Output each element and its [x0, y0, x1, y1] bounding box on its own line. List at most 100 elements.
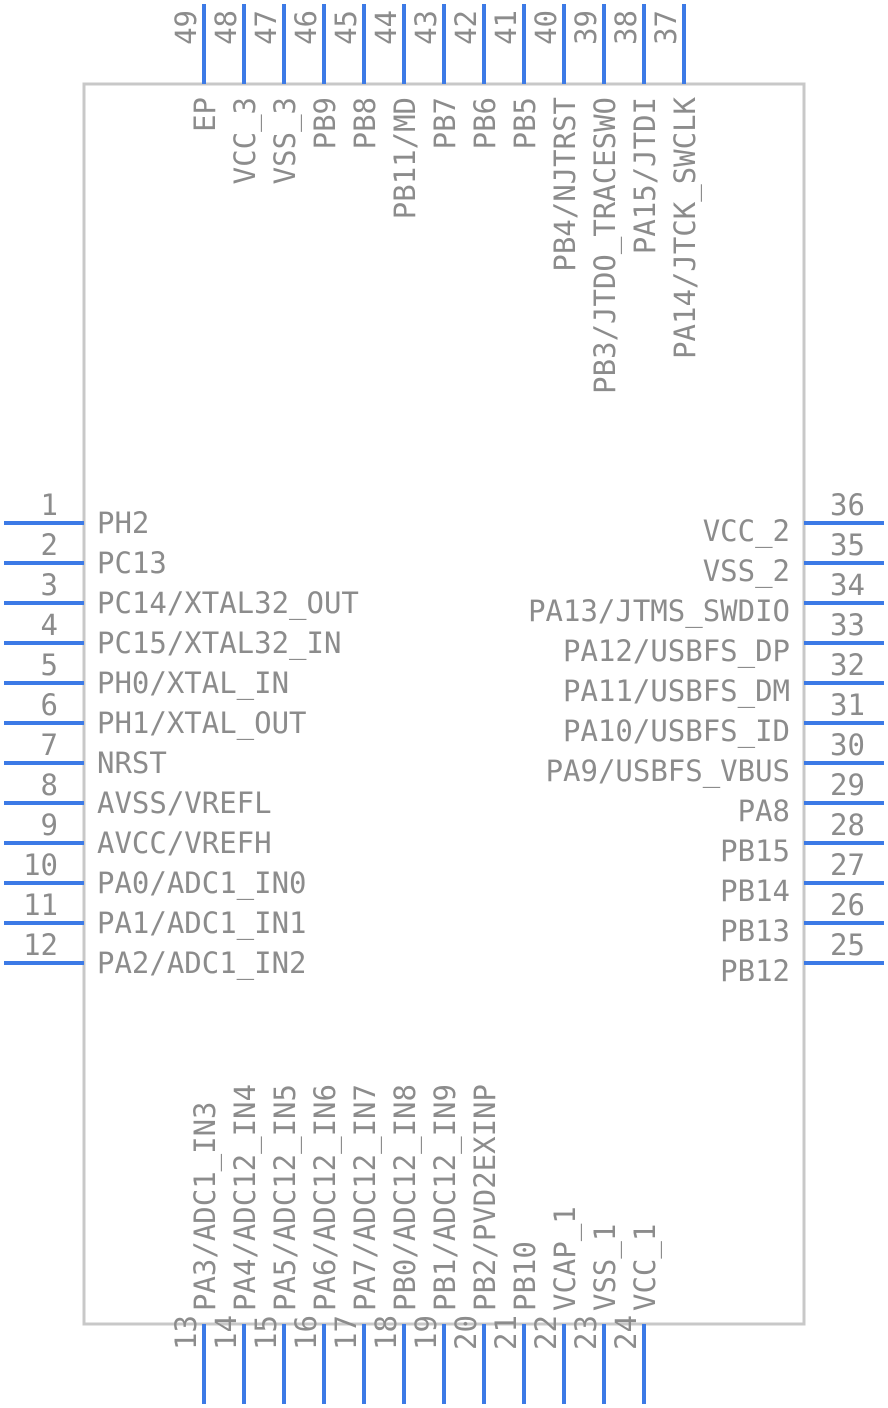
pin-label-9: AVCC/VREFH [97, 826, 272, 860]
pin-label-49: EP [188, 97, 222, 132]
pin-number-42: 42 [449, 10, 483, 45]
pin-label-44: PB11/MD [388, 97, 422, 219]
pin-label-34: PA13/JTMS_SWDIO [528, 594, 790, 629]
pin-number-18: 18 [369, 1315, 403, 1350]
pin-number-32: 32 [830, 648, 865, 682]
pin-number-45: 45 [329, 10, 363, 45]
pin-number-41: 41 [489, 10, 523, 45]
pin-number-34: 34 [830, 568, 865, 602]
pin-label-38: PA15/JTDI [628, 97, 662, 254]
pin-number-2: 2 [41, 528, 58, 562]
pin-label-45: PB8 [348, 97, 382, 149]
pin-label-10: PA0/ADC1_IN0 [97, 866, 307, 901]
pin-label-23: VSS_1 [588, 1224, 623, 1311]
pin-number-39: 39 [569, 10, 603, 45]
pin-number-31: 31 [830, 688, 865, 722]
pin-number-28: 28 [830, 808, 865, 842]
pin-label-31: PA10/USBFS_ID [563, 714, 790, 749]
pin-number-6: 6 [41, 688, 58, 722]
pin-number-35: 35 [830, 528, 865, 562]
pin-label-11: PA1/ADC1_IN1 [97, 906, 307, 941]
pin-label-16: PA6/ADC12_IN6 [308, 1084, 343, 1311]
pin-label-27: PB14 [720, 874, 790, 908]
pin-label-1: PH2 [97, 506, 149, 540]
pin-number-17: 17 [329, 1315, 363, 1350]
pin-number-16: 16 [289, 1315, 323, 1350]
pin-number-5: 5 [41, 648, 58, 682]
pin-label-42: PB6 [468, 97, 502, 149]
pin-label-3: PC14/XTAL32_OUT [97, 586, 359, 621]
pin-number-33: 33 [830, 608, 865, 642]
pin-number-29: 29 [830, 768, 865, 802]
pin-label-39: PB3/JTDO_TRACESWO [588, 97, 623, 394]
pin-number-1: 1 [41, 488, 58, 522]
pin-label-46: PB9 [308, 97, 342, 149]
pin-number-9: 9 [41, 808, 58, 842]
pin-number-4: 4 [41, 608, 58, 642]
pin-number-26: 26 [830, 888, 865, 922]
pin-number-30: 30 [830, 728, 865, 762]
pin-label-25: PB12 [720, 954, 790, 988]
pin-label-40: PB4/NJTRST [548, 97, 582, 272]
pin-label-15: PA5/ADC12_IN5 [268, 1084, 303, 1311]
pin-label-28: PB15 [720, 834, 790, 868]
pin-label-36: VCC_2 [703, 514, 790, 549]
bottom-pin-group: 13PA3/ADC1_IN314PA4/ADC12_IN415PA5/ADC12… [169, 1084, 663, 1404]
pin-label-4: PC15/XTAL32_IN [97, 626, 341, 661]
pin-label-30: PA9/USBFS_VBUS [546, 754, 790, 789]
pin-label-18: PB0/ADC12_IN8 [388, 1084, 423, 1311]
pin-label-35: VSS_2 [703, 554, 790, 589]
pin-number-49: 49 [169, 10, 203, 45]
pin-label-33: PA12/USBFS_DP [563, 634, 790, 669]
pin-number-43: 43 [409, 10, 443, 45]
pin-label-43: PB7 [428, 97, 462, 149]
pin-label-32: PA11/USBFS_DM [563, 674, 790, 709]
pin-number-21: 21 [489, 1315, 523, 1350]
pin-label-47: VSS_3 [268, 97, 303, 184]
pin-label-21: PB10 [508, 1241, 542, 1311]
pin-label-20: PB2/PVD2EXINP [468, 1084, 502, 1311]
pin-number-19: 19 [409, 1315, 443, 1350]
pin-number-44: 44 [369, 10, 403, 45]
pin-number-7: 7 [41, 728, 58, 762]
pin-label-29: PA8 [738, 794, 790, 828]
pin-number-20: 20 [449, 1315, 483, 1350]
pin-label-26: PB13 [720, 914, 790, 948]
pin-label-24: VCC_1 [628, 1224, 663, 1311]
pin-number-23: 23 [569, 1315, 603, 1350]
pin-number-15: 15 [249, 1315, 283, 1350]
pin-label-13: PA3/ADC1_IN3 [188, 1101, 223, 1311]
pin-number-24: 24 [609, 1315, 643, 1350]
pin-label-5: PH0/XTAL_IN [97, 666, 289, 701]
pin-number-46: 46 [289, 10, 323, 45]
pin-number-27: 27 [830, 848, 865, 882]
pin-label-19: PB1/ADC12_IN9 [428, 1084, 463, 1311]
pin-number-40: 40 [529, 10, 563, 45]
pin-number-48: 48 [209, 10, 243, 45]
pin-number-47: 47 [249, 10, 283, 45]
pin-number-38: 38 [609, 10, 643, 45]
pin-label-2: PC13 [97, 546, 167, 580]
pin-label-12: PA2/ADC1_IN2 [97, 946, 307, 981]
pin-number-3: 3 [41, 568, 58, 602]
pin-label-48: VCC_3 [228, 97, 263, 184]
pin-number-14: 14 [209, 1315, 243, 1350]
pin-number-22: 22 [529, 1315, 563, 1350]
ic-body-outline [82, 82, 806, 1326]
pin-number-25: 25 [830, 928, 865, 962]
pin-label-7: NRST [97, 746, 167, 780]
pin-label-41: PB5 [508, 97, 542, 149]
pin-label-17: PA7/ADC12_IN7 [348, 1084, 383, 1311]
pin-number-11: 11 [23, 888, 58, 922]
pin-label-8: AVSS/VREFL [97, 786, 272, 820]
pin-label-37: PA14/JTCK_SWCLK [668, 96, 703, 358]
pin-number-36: 36 [830, 488, 865, 522]
pin-number-8: 8 [41, 768, 58, 802]
pin-number-12: 12 [23, 928, 58, 962]
pin-number-13: 13 [169, 1315, 203, 1350]
pin-label-22: VCAP_1 [548, 1206, 583, 1311]
pin-number-10: 10 [23, 848, 58, 882]
